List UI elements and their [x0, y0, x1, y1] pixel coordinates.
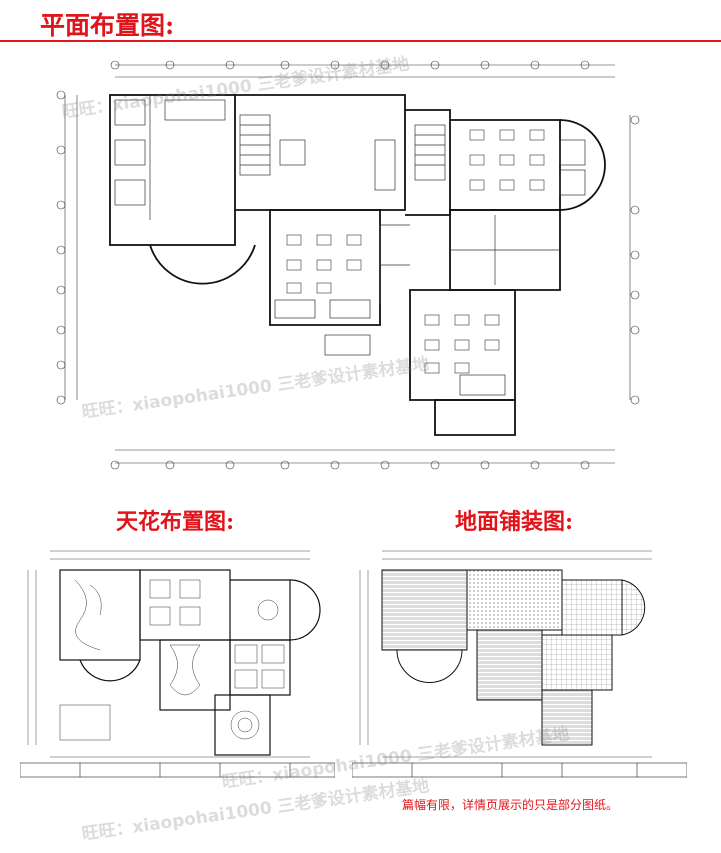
footnote-note: 篇幅有限，详情页展示的只是部分图纸。 — [402, 798, 619, 812]
ceiling-plan-drawing — [20, 550, 335, 778]
plan-title: 平面布置图: — [40, 11, 175, 40]
ceiling-plan-title: 天花布置图: — [116, 509, 235, 535]
floor-plan-title: 地面铺装图: — [455, 509, 574, 535]
title-divider — [0, 40, 721, 42]
floor-paving-drawing — [352, 550, 687, 778]
floor-plan-drawing — [56, 60, 640, 470]
